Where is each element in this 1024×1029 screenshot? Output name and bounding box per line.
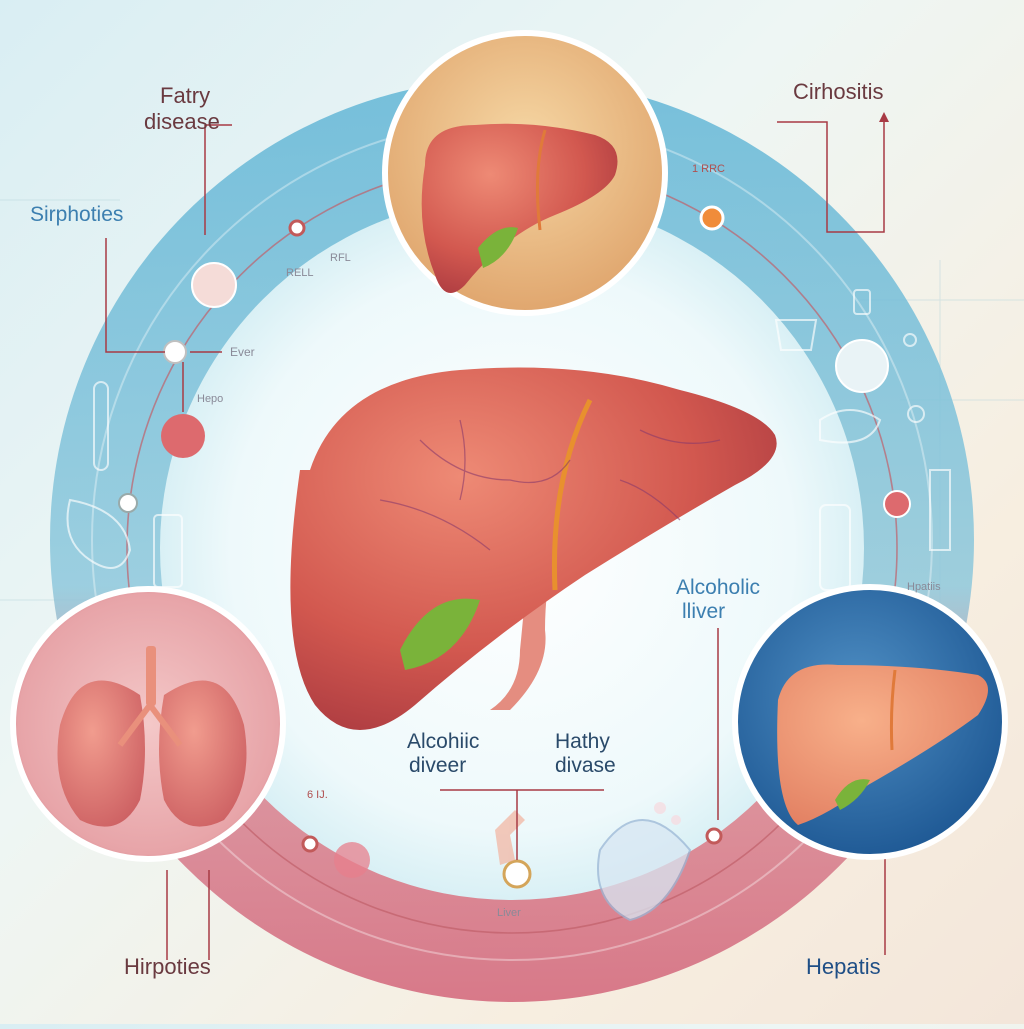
bottom-decor	[334, 802, 692, 922]
central-liver	[290, 367, 777, 730]
tick-bottom-center: Liver	[497, 907, 521, 919]
tick-bottom-left: 6 IJ.	[307, 789, 328, 801]
tick-left: Hepo	[197, 393, 224, 405]
connector-lines	[105, 118, 886, 960]
label-alcohic-diveer-line2: diveer	[409, 754, 467, 777]
label-alcohic-diveer-line1: Alcohiic	[407, 730, 480, 753]
label-hathy-divase-line1: Hathy	[555, 730, 610, 753]
tick-top-right: 1 RRC	[692, 163, 726, 175]
label-ever: Ever	[230, 345, 255, 359]
orbit-nodes	[118, 205, 911, 889]
top-liver-node	[382, 30, 668, 316]
left-lungs-node	[10, 586, 286, 862]
label-sirphoties: Sirphoties	[30, 203, 124, 226]
label-alcoholic-liver-line1: Alcoholic	[676, 576, 761, 599]
label-hathy-divase-line2: divase	[555, 754, 616, 777]
tick-top-mid: RFL	[330, 252, 351, 264]
label-fatty-disease-line2: disease	[144, 109, 220, 134]
label-hirpoties: Hirpoties	[124, 954, 211, 979]
tick-top-mid2: RELL	[286, 267, 314, 279]
tick-right-side: Hpatiis	[907, 581, 941, 593]
label-hepatis: Hepatis	[806, 954, 881, 979]
label-cirhositis: Cirhositis	[793, 79, 884, 104]
arrow-up-icon	[879, 112, 889, 122]
label-fatty-disease-line1: Fatry	[160, 83, 211, 108]
label-alcoholic-liver-line2: lliver	[682, 600, 726, 623]
right-liver-node	[732, 584, 1008, 860]
